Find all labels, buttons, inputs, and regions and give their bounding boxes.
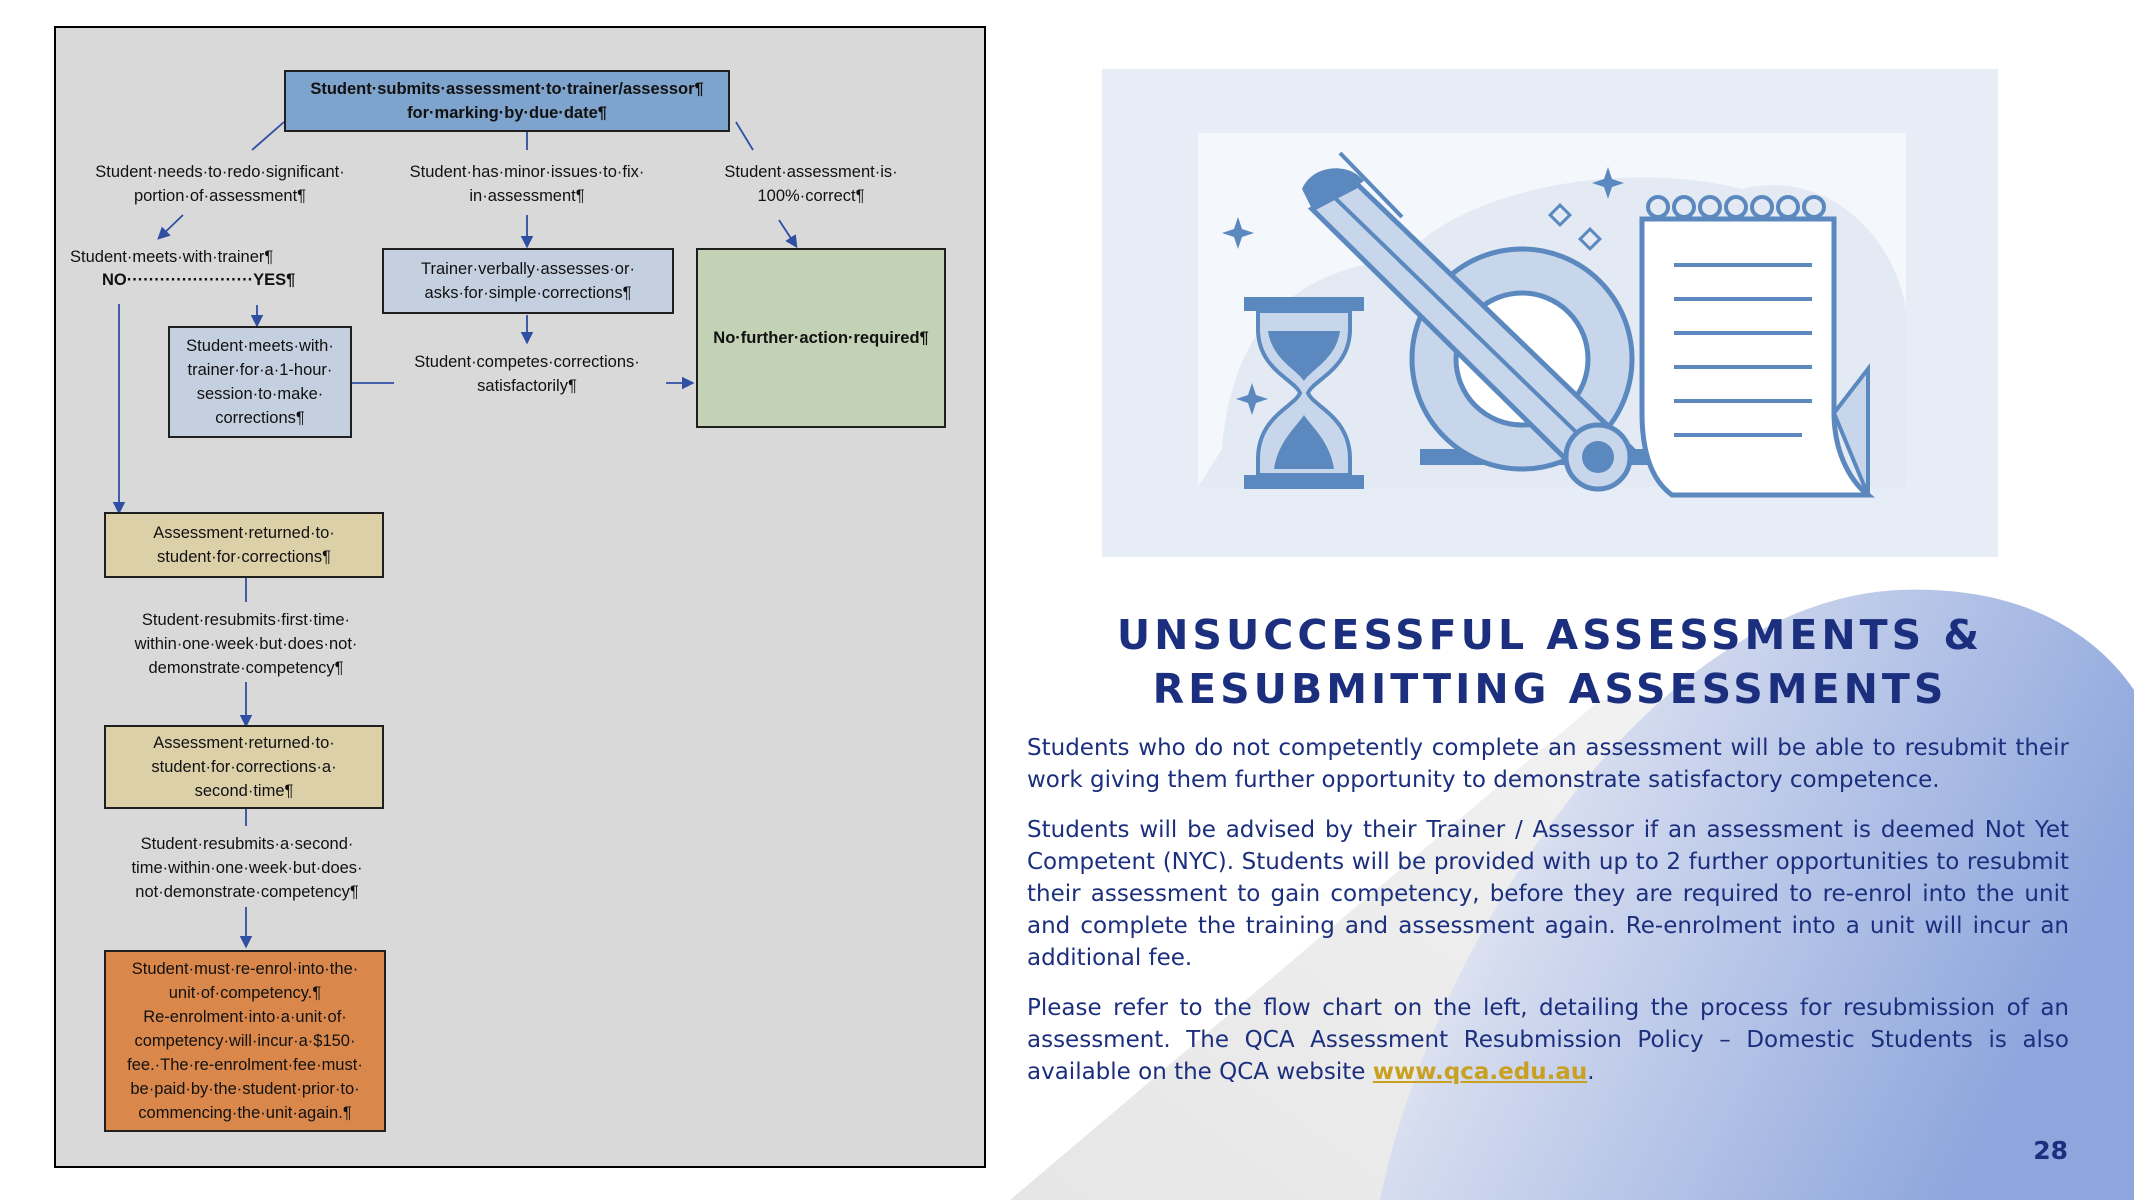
returned-for-corrections-box: Assessment·returned·to· student·for·corr… — [104, 512, 384, 578]
one-hour-session-box: Student·meets·with· trainer·for·a·1-hour… — [168, 326, 352, 438]
first-resubmission-label: Student·resubmits·first·time· within·one… — [134, 611, 358, 677]
returned-second-time-box: Assessment·returned·to· student·for·corr… — [104, 725, 384, 809]
title-line-1: UNSUCCESSFUL ASSESSMENTS & — [1116, 611, 1984, 659]
re-enrol-box: Student·must·re-enrol·into·the· unit·of·… — [104, 950, 386, 1132]
paragraph-refer-text: Please refer to the flow chart on the le… — [1027, 995, 2069, 1085]
flowchart-panel: Student·submits·assessment·to·trainer/as… — [54, 26, 986, 1168]
no-yes-label: NO·······················YES¶ — [102, 271, 296, 289]
meets-trainer-label: Student·meets·with·trainer¶ — [70, 248, 274, 266]
paragraph-resubmit: Students who do not competently complete… — [1027, 735, 2069, 793]
flowchart-connectors — [112, 121, 798, 949]
qca-website-link[interactable]: www.qca.edu.au — [1372, 1059, 1588, 1085]
second-resubmission-label: Student·resubmits·a·second· time·within·… — [131, 835, 363, 901]
correct-branch-label: Student·assessment·is· 100%·correct¶ — [724, 163, 898, 205]
no-further-action-box: No·further·action·required¶ — [696, 248, 946, 428]
page-number: 28 — [2033, 1136, 2068, 1165]
page-title: UNSUCCESSFUL ASSESSMENTS & RESUBMITTING … — [1030, 608, 2070, 716]
minor-issues-branch-label: Student·has·minor·issues·to·fix· in·asse… — [409, 163, 645, 205]
assessment-illustration — [1102, 69, 1998, 557]
completes-corrections-label: Student·competes·corrections· satisfacto… — [414, 353, 640, 395]
sparkle-icon — [1222, 167, 1624, 415]
paragraph-nyc: Students will be advised by their Traine… — [1027, 817, 2069, 971]
paragraph-refer: Please refer to the flow chart on the le… — [1027, 992, 2069, 1088]
redo-branch-label: Student·needs·to·redo·significant· porti… — [95, 163, 345, 205]
submit-assessment-box: Student·submits·assessment·to·trainer/as… — [284, 70, 730, 132]
title-line-2: RESUBMITTING ASSESSMENTS — [1152, 665, 1948, 713]
notepad-icon — [1639, 195, 1876, 498]
pencil-icon — [1302, 151, 1636, 492]
hourglass-icon — [1244, 297, 1364, 489]
verbal-assessment-box: Trainer·verbally·assesses·or· asks·for·s… — [382, 248, 674, 314]
paragraph-refer-end: . — [1587, 1059, 1595, 1085]
